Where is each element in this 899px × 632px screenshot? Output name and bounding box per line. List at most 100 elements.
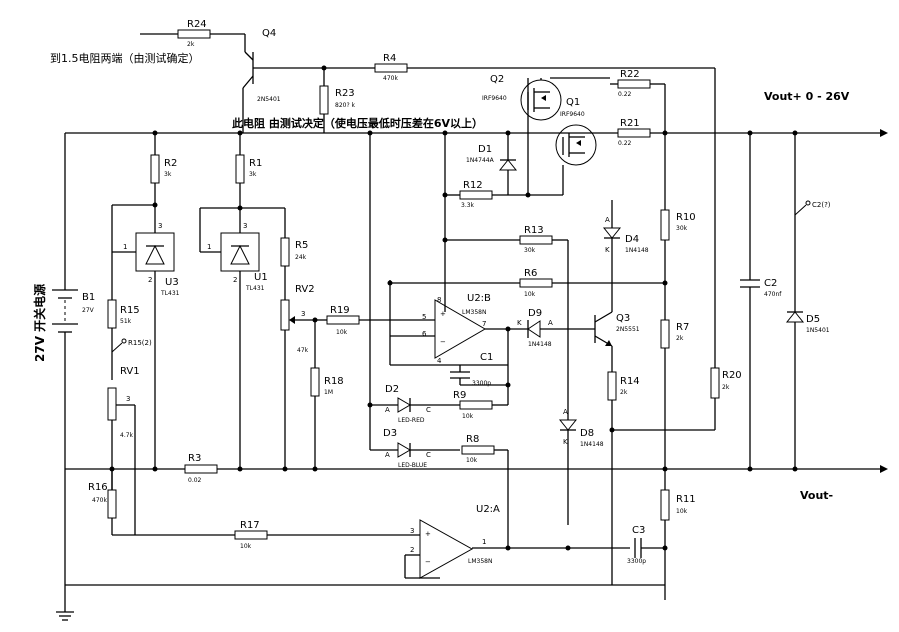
u2a-pin-3: 3 <box>410 527 414 535</box>
r8-val: 10k <box>466 457 478 464</box>
rv1-ref: RV1 <box>120 366 140 377</box>
d9-pin-a: A <box>548 319 553 327</box>
mosfet-q1: Q1 IRF9640 <box>555 97 597 195</box>
q3-val: 2N5551 <box>616 326 640 333</box>
ground-symbol <box>56 600 74 621</box>
resistor-r16: R16 470k <box>88 469 235 536</box>
vout-minus-label: Vout- <box>800 489 833 502</box>
resistor-r17: R17 10k <box>234 520 420 550</box>
u2b-pin-6: 6 <box>422 330 427 338</box>
r14-val: 2k <box>620 389 628 396</box>
resistor-r4: R4 470k <box>320 53 716 368</box>
r24-val: 2k <box>187 41 195 48</box>
resistor-r1: R1 3k <box>235 133 262 233</box>
r11-val: 10k <box>676 508 688 515</box>
resistor-r5: R5 24k <box>280 208 308 300</box>
u3-pin-3: 3 <box>158 222 162 230</box>
resistor-r18: R18 1M <box>310 320 344 469</box>
resistor-r8: R8 10k <box>461 434 509 548</box>
c2-val: 470nf <box>764 291 782 298</box>
top-rail <box>65 129 888 137</box>
d4-val: 1N4148 <box>625 247 649 254</box>
q4-ref: Q4 <box>262 28 276 39</box>
r20-val: 2k <box>722 384 730 391</box>
junction-dots <box>109 130 798 551</box>
d8-val: 1N4148 <box>580 441 604 448</box>
resistor-r2: R2 3k <box>150 133 177 233</box>
u2b-pin-5: 5 <box>422 313 426 321</box>
u1-pin-2: 2 <box>233 276 237 284</box>
led-d2: D2 LED-RED A C <box>369 133 460 424</box>
d4-pin-a: A <box>605 216 610 224</box>
r11-ref: R11 <box>676 494 696 505</box>
resistor-r20: R20 2k <box>612 367 742 431</box>
capacitor-c3: C3 3300p <box>627 525 665 565</box>
u3-val: TL431 <box>160 290 180 297</box>
supply-label: 27V 开关电源 <box>32 284 47 362</box>
diode-d9: D9 1N4148 K A <box>517 308 595 348</box>
resistor-r23: R23 820? k <box>319 65 356 133</box>
u2b-val: LM358N <box>462 309 486 316</box>
c3-ref: C3 <box>632 525 645 536</box>
c3-val: 3300p <box>627 558 646 565</box>
r22-val: 0.22 <box>618 91 632 98</box>
u3-pin-2: 2 <box>148 276 152 284</box>
diode-d4: D4 1N4148 A K <box>602 200 649 312</box>
q3-ref: Q3 <box>616 313 630 324</box>
c1-val: 3300p <box>472 380 491 387</box>
r3-ref: R3 <box>188 453 201 464</box>
q1-val: IRF9640 <box>560 111 585 118</box>
q2-ref: Q2 <box>490 74 504 85</box>
r9-ref: R9 <box>453 390 466 401</box>
u1-pin-3: 3 <box>243 222 247 230</box>
probe-c2f: C2(?) <box>794 200 831 216</box>
c1-ref: C1 <box>480 352 493 363</box>
u2a-pin-1: 1 <box>482 538 486 546</box>
r4-val: 470k <box>383 75 398 82</box>
r4-ref: R4 <box>383 53 396 64</box>
transistor-q3: Q3 2N5551 <box>594 311 640 372</box>
capacitor-c2: C2 470nf <box>740 133 782 469</box>
d8-pin-k: K <box>563 438 568 446</box>
r19-val: 10k <box>336 329 348 336</box>
r21-val: 0.22 <box>618 140 632 147</box>
d2-ref: D2 <box>385 384 399 395</box>
r18-ref: R18 <box>324 376 344 387</box>
d2-val: LED-RED <box>398 417 425 424</box>
r10-ref: R10 <box>676 212 696 223</box>
regulator-u1: U1 TL431 1 3 2 <box>199 207 285 469</box>
opamp-u2b: + − U2:B LM358N 5 6 7 8 4 <box>389 280 528 366</box>
rv2-ref: RV2 <box>295 284 315 295</box>
rv1-val: 4.7k <box>120 432 134 439</box>
r19-ref: R19 <box>330 305 350 316</box>
pot-rv2: RV2 47k 3 <box>280 284 315 469</box>
resistor-r21: R21 0.22 <box>617 118 651 147</box>
opamp-u2a: + − U2:A LM358N 3 2 1 <box>404 504 630 579</box>
d4-pin-k: K <box>605 246 610 254</box>
q2-val: IRF9640 <box>482 95 507 102</box>
u2a-ref: U2:A <box>476 504 500 515</box>
r23-note: 此电阻 由测试决定（使电压最低时压差在6V以上） <box>232 116 483 130</box>
zener-d1: D1 1N4744A <box>466 133 518 195</box>
regulator-u3: U3 TL431 1 3 2 <box>111 204 180 469</box>
r10-val: 30k <box>676 225 688 232</box>
resistor-r19: R19 10k <box>315 305 435 336</box>
r16-ref: R16 <box>88 482 108 493</box>
r17-val: 10k <box>240 543 252 550</box>
resistor-r13: R13 30k <box>445 225 569 525</box>
led-d3: D3 LED-BLUE A C <box>369 405 460 469</box>
r15-val: 51k <box>120 318 132 325</box>
u2b-pin-7: 7 <box>482 320 486 328</box>
svg-text:+: + <box>440 310 446 318</box>
r7-val: 2k <box>676 335 684 342</box>
u2b-pin-8: 8 <box>437 296 441 304</box>
u3-ref: U3 <box>165 277 179 288</box>
r2-ref: R2 <box>164 158 177 169</box>
r7-ref: R7 <box>676 322 689 333</box>
r1-ref: R1 <box>249 158 262 169</box>
r6-val: 10k <box>524 291 536 298</box>
d8-pin-a: A <box>563 408 568 416</box>
svg-text:+: + <box>425 530 431 538</box>
resistor-r12: R12 3.3k <box>444 133 563 300</box>
r1-val: 3k <box>249 171 257 178</box>
